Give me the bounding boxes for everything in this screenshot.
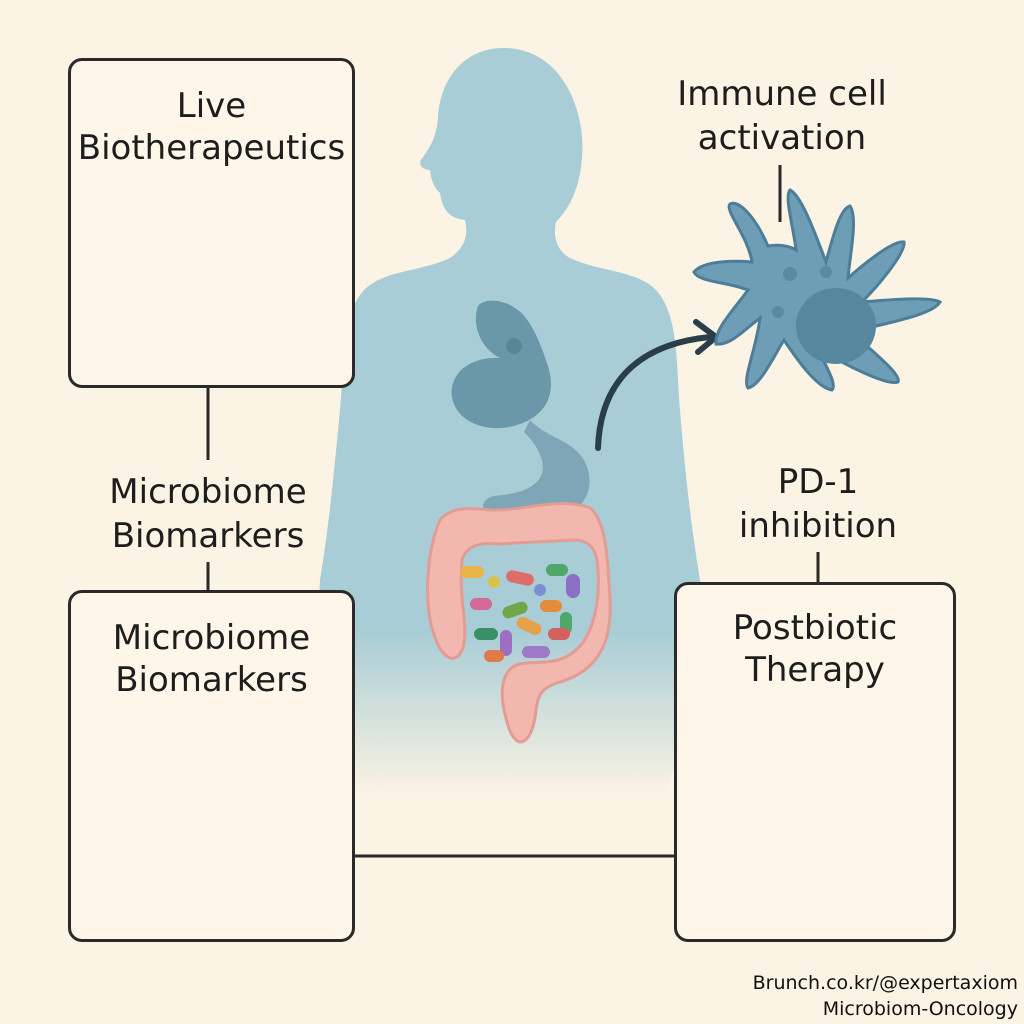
label-line: Microbiome — [109, 472, 307, 512]
label-line: Biomarkers — [111, 516, 305, 556]
stomach-organ — [451, 300, 590, 526]
label-line: inhibition — [738, 506, 898, 546]
microbiome-biomarkers-box: Microbiome Biomarkers — [68, 590, 355, 942]
microbiome-biomarkers-label: Microbiome Biomarkers — [76, 470, 340, 558]
human-body-silhouette — [319, 48, 701, 860]
box-title-line: Biomarkers — [115, 660, 308, 700]
source-credit: Brunch.co.kr/@expertaxiom Microbiom-Onco… — [753, 970, 1018, 1022]
postbiotic-therapy-box: Postbiotic Therapy — [674, 582, 956, 942]
label-line: activation — [697, 118, 867, 158]
pd1-inhibition-label: PD-1 inhibition — [700, 460, 936, 548]
gut-bacteria — [460, 564, 580, 662]
box-title-line: Therapy — [745, 650, 885, 690]
dendritic-cell-icon — [692, 188, 943, 392]
box-title-line: Live — [176, 86, 247, 126]
credit-url: Brunch.co.kr/@expertaxiom — [752, 972, 1018, 994]
label-line: PD-1 — [777, 462, 859, 502]
immune-cell-activation-label: Immune cell activation — [650, 72, 914, 160]
live-biotherapeutics-title: Live Biotherapeutics — [71, 85, 352, 169]
credit-subtitle: Microbiom-Oncology — [822, 998, 1018, 1020]
box-title-line: Postbiotic — [732, 608, 898, 648]
colon-organ — [426, 501, 612, 744]
box-title-line: Microbiome — [112, 618, 311, 658]
live-biotherapeutics-box: Live Biotherapeutics — [68, 58, 355, 388]
postbiotic-therapy-title: Postbiotic Therapy — [677, 607, 953, 691]
label-line: Immune cell — [677, 74, 887, 114]
box-title-line: Biotherapeutics — [77, 128, 346, 168]
microbiome-biomarkers-title: Microbiome Biomarkers — [71, 617, 352, 701]
